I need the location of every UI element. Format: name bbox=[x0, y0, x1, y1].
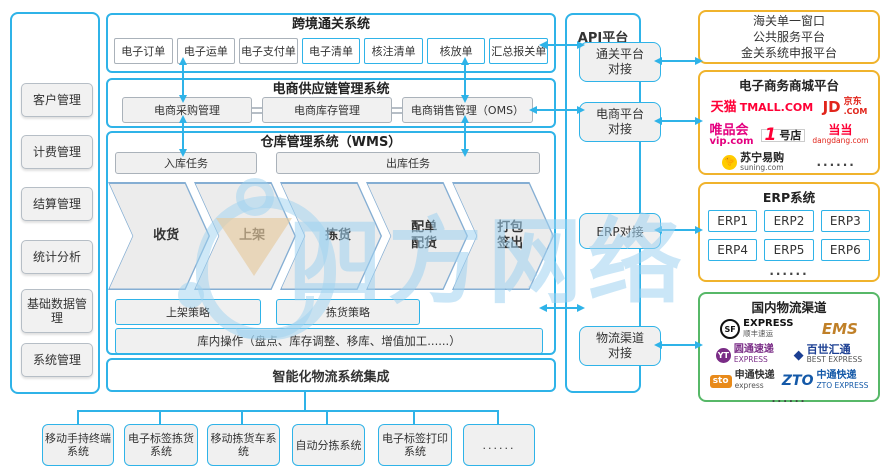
arrow-procurement-to-inbound bbox=[179, 115, 187, 157]
erp-systems-title: ERP系统 bbox=[762, 190, 816, 205]
flow-step-packing: 打包 签出 bbox=[452, 182, 554, 290]
erp-more-dots: ...... bbox=[769, 264, 809, 278]
bottom-connector-drop bbox=[77, 411, 79, 424]
sidebar-item-billing-mgmt: 计费管理 bbox=[21, 135, 93, 169]
putaway-strategy-box: 上架策略 bbox=[115, 299, 261, 325]
module-connector bbox=[392, 107, 402, 114]
yhd-logo: 1 号店 bbox=[760, 126, 806, 143]
cross-border-customs-title: 跨境通关系统 bbox=[291, 17, 370, 32]
bottom-connector-drop bbox=[413, 411, 415, 424]
bottom-connector-stub bbox=[304, 392, 306, 412]
sidebar-panel: 客户管理 计费管理 结算管理 统计分析 基础数据管理 系统管理 bbox=[10, 12, 100, 394]
doc-electronic-waybill: 电子运单 bbox=[176, 38, 236, 64]
customs-platform-line1: 海关单一窗口 bbox=[752, 14, 825, 28]
mall-platform-title: 电子商务商城平台 bbox=[738, 78, 839, 93]
wms-title: 仓库管理系统（WMS） bbox=[260, 135, 402, 150]
doc-electronic-payment: 电子支付单 bbox=[239, 38, 298, 64]
tmall-logo: 天猫 TMALL.COM bbox=[710, 99, 814, 115]
customs-platform-line2: 公共服务平台 bbox=[752, 30, 825, 44]
doc-check-note-list: 核注清单 bbox=[364, 38, 423, 64]
api-erp-integration: ERP对接 bbox=[579, 213, 661, 249]
erp-box-5: ERP5 bbox=[764, 239, 814, 261]
module-inventory-mgmt: 电商库存管理 bbox=[262, 97, 392, 123]
bottom-connector-drop bbox=[241, 411, 243, 424]
sidebar-item-basic-data: 基础数据管理 bbox=[21, 289, 93, 333]
device-more: ...... bbox=[463, 424, 535, 466]
doc-release-note: 核放单 bbox=[426, 38, 486, 64]
arrow-oms-to-api bbox=[529, 106, 585, 114]
doc-electronic-list: 电子清单 bbox=[301, 38, 361, 64]
erp-box-3: ERP3 bbox=[820, 210, 870, 232]
picking-strategy-box: 拣货策略 bbox=[276, 299, 420, 325]
device-auto-sorting: 自动分拣系统 bbox=[292, 424, 365, 466]
sidebar-item-system-mgmt: 系统管理 bbox=[21, 343, 93, 377]
device-picking-cart: 移动拣货车系统 bbox=[207, 424, 280, 466]
arrow-api-to-erp bbox=[654, 226, 703, 234]
outbound-task-box: 出库任务 bbox=[276, 152, 540, 174]
erp-box-6: ERP6 bbox=[820, 239, 870, 261]
arrow-wms-to-api bbox=[539, 304, 585, 312]
arrow-customs-to-api bbox=[539, 41, 585, 49]
api-customs-integration: 通关平台 对接 bbox=[579, 42, 661, 82]
customs-platform-line3: 金关系统申报平台 bbox=[740, 46, 837, 60]
arrow-waybill-to-supplychain bbox=[179, 57, 187, 103]
bottom-connector-hline bbox=[77, 410, 499, 412]
warehouse-operations-box: 库内操作（盘点、库存调整、移库、增值加工......） bbox=[115, 328, 543, 354]
integration-title: 智能化物流系统集成 bbox=[272, 369, 390, 385]
arrow-api-to-logistics bbox=[654, 341, 703, 349]
module-procurement-mgmt: 电商采购管理 bbox=[122, 97, 252, 123]
doc-electronic-order: 电子订单 bbox=[114, 38, 173, 64]
sidebar-item-settlement-mgmt: 结算管理 bbox=[21, 187, 93, 221]
sidebar-item-customer-mgmt: 客户管理 bbox=[21, 83, 93, 117]
sidebar-item-statistics: 统计分析 bbox=[21, 240, 93, 274]
ems-logo: EMS bbox=[821, 319, 858, 338]
mall-more-dots: ...... bbox=[816, 155, 856, 169]
bottom-connector-drop bbox=[159, 411, 161, 424]
suning-chick-icon: 🐤 bbox=[722, 154, 738, 170]
best-diamond-icon: ◆ bbox=[793, 347, 804, 363]
api-logistics-integration: 物流渠道 对接 bbox=[579, 326, 661, 366]
device-label-printing: 电子标签打印系统 bbox=[378, 424, 452, 466]
flow-step-allocation: 配单 配货 bbox=[366, 182, 468, 290]
logistics-more-dots: ...... bbox=[771, 394, 807, 405]
doc-summary-declaration: 汇总报关单 bbox=[489, 38, 549, 64]
arrow-api-to-customs-platform bbox=[654, 57, 703, 65]
arrow-oms-to-outbound bbox=[461, 115, 469, 157]
flow-step-receiving: 收货 bbox=[108, 182, 210, 290]
bottom-connector-drop bbox=[497, 411, 499, 424]
section-cross-border-customs: 跨境通关系统 电子订单 电子运单 电子支付单 电子清单 核注清单 核放单 汇总报… bbox=[106, 13, 556, 73]
bottom-connector-drop bbox=[326, 411, 328, 424]
erp-box-2: ERP2 bbox=[764, 210, 814, 232]
jd-logo: JD 京东.COM bbox=[822, 97, 868, 116]
arrow-api-to-mall bbox=[654, 117, 703, 125]
erp-box-1: ERP1 bbox=[708, 210, 758, 232]
arrow-releasenote-to-oms bbox=[461, 57, 469, 103]
customs-doc-row: 电子订单 电子运单 电子支付单 电子清单 核注清单 核放单 汇总报关单 bbox=[114, 38, 549, 64]
device-handheld-terminal: 移动手持终端系统 bbox=[42, 424, 114, 466]
external-customs-platform: 海关单一窗口 公共服务平台 金关系统申报平台 bbox=[698, 10, 880, 64]
erp-box-4: ERP4 bbox=[708, 239, 758, 261]
logistics-channels-title: 国内物流渠道 bbox=[751, 300, 827, 315]
supply-chain-title: 电商供应链管理系统 bbox=[272, 82, 390, 97]
device-label-picking: 电子标签拣货系统 bbox=[124, 424, 198, 466]
module-connector bbox=[252, 107, 262, 114]
api-ecommerce-integration: 电商平台 对接 bbox=[579, 102, 661, 142]
erp-systems-panel: ERP系统 ERP1 ERP2 ERP3 ERP4 ERP5 ERP6 ....… bbox=[698, 182, 880, 282]
section-intelligent-integration: 智能化物流系统集成 bbox=[106, 358, 556, 392]
